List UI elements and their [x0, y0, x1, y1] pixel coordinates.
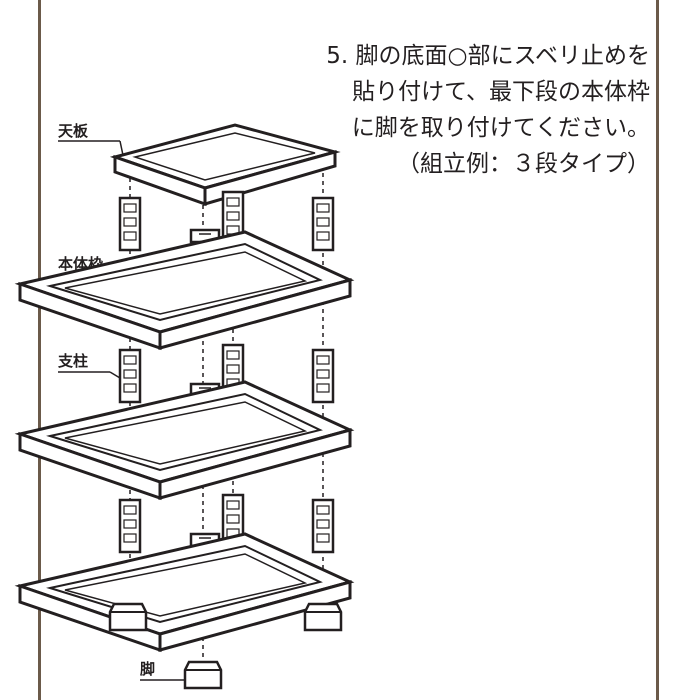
- instruction-line-2: 貼り付けて、最下段の本体枠: [352, 79, 650, 105]
- page-border: [38, 0, 659, 700]
- main-frame-tier-1: [18, 230, 352, 350]
- main-frame-tier-3: [18, 532, 352, 652]
- assembly-instructions: 5. 脚の底面○部にスベリ止めを 貼り付けて、最下段の本体枠 に脚を取り付けてく…: [326, 38, 650, 182]
- main-frame-tier-2: [18, 380, 352, 500]
- label-support-post: 支柱: [58, 352, 89, 370]
- instruction-line-1: 5. 脚の底面○部にスベリ止めを: [326, 43, 650, 69]
- label-leg: 脚: [140, 660, 156, 678]
- instruction-line-4: （組立例：３段タイプ）: [397, 151, 650, 177]
- instruction-line-3: に脚を取り付けてください。: [351, 115, 650, 141]
- label-top-board: 天板: [58, 122, 89, 140]
